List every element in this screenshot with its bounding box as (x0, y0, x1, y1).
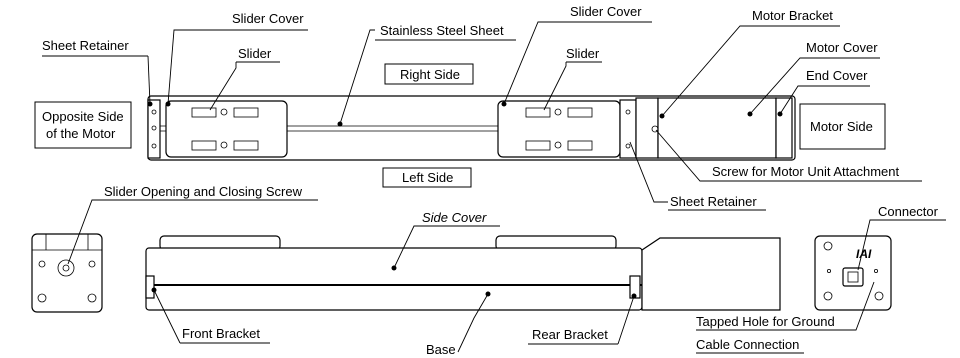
slider-left-holes (191, 107, 259, 151)
retainer-screw-icon (151, 125, 157, 131)
label-ground-line2: Cable Connection (696, 337, 799, 352)
label-slider-cover-left: Slider Cover (232, 11, 304, 26)
slider-screw-icon (554, 108, 562, 116)
label-base: Base (426, 342, 456, 357)
label-slider-cover-right: Slider Cover (570, 4, 642, 19)
label-motor-bracket: Motor Bracket (752, 8, 833, 23)
front-end-block (31, 233, 103, 313)
opposite-side-box (34, 101, 132, 149)
label-motor-cover: Motor Cover (806, 40, 878, 55)
ground-tapped-hole-icon (827, 268, 832, 273)
slider-hole-icon (525, 107, 551, 118)
label-right-side: Right Side (400, 67, 460, 82)
slider-hole-icon (191, 140, 217, 151)
motor-bracket-part (635, 97, 659, 159)
label-ground-line1: Tapped Hole for Ground (696, 314, 835, 329)
labels: Slider Cover Stainless Steel Sheet Slide… (34, 4, 946, 357)
slider-screw-icon (554, 141, 562, 149)
label-slider-screw: Slider Opening and Closing Screw (104, 184, 303, 199)
slider-hole-icon (233, 140, 259, 151)
front-bracket-part (145, 275, 155, 299)
mounting-hole-icon (38, 260, 46, 268)
connector-icon (842, 267, 864, 287)
slider-right-holes (525, 107, 593, 151)
leader-lines (67, 21, 878, 353)
side-motor-housing (641, 237, 781, 311)
front-end-plate (147, 99, 161, 159)
motor-end-view: IAI (814, 235, 892, 311)
retainer-screw-icon (151, 109, 157, 115)
label-slider-left: Slider (238, 46, 272, 61)
label-sheet-retainer-bottom: Sheet Retainer (670, 194, 757, 209)
ground-tapped-hole-icon (874, 268, 879, 273)
label-connector: Connector (878, 204, 939, 219)
slider-hole-icon (233, 107, 259, 118)
label-opposite-side-line1: Opposite Side (42, 109, 124, 124)
label-left-side: Left Side (402, 170, 453, 185)
mounting-hole-icon (823, 291, 833, 301)
label-front-bracket: Front Bracket (182, 326, 260, 341)
slider-hole-icon (567, 107, 593, 118)
label-stainless-steel-sheet: Stainless Steel Sheet (380, 23, 504, 38)
slider-opening-screw-icon (57, 259, 75, 277)
label-motor-side: Motor Side (810, 119, 873, 134)
motor-unit-screw-icon (651, 125, 659, 133)
label-side-cover: Side Cover (422, 210, 487, 225)
label-screw-motor-unit: Screw for Motor Unit Attachment (712, 164, 900, 179)
front-end-view (31, 233, 103, 313)
label-slider-right: Slider (566, 46, 600, 61)
iai-logo: IAI (856, 247, 872, 261)
side-body (145, 247, 643, 311)
label-sheet-retainer-top: Sheet Retainer (42, 38, 129, 53)
right-side-box (384, 63, 474, 85)
motor-cover-part (657, 97, 777, 159)
motor-side-box (799, 103, 886, 150)
label-rear-bracket: Rear Bracket (532, 327, 608, 342)
slider-screw-icon (220, 141, 228, 149)
rear-end-plate (619, 99, 637, 159)
slider-hole-icon (191, 107, 217, 118)
mounting-hole-icon (823, 241, 833, 251)
retainer-screw-icon (151, 143, 157, 149)
top-view-actuator (147, 95, 796, 161)
mounting-hole-icon (37, 293, 47, 303)
slider-cover-left-part (165, 100, 288, 158)
slider-hole-icon (525, 140, 551, 151)
label-opposite-side-line2: of the Motor (46, 126, 116, 141)
slider-screw-icon (220, 108, 228, 116)
slider-hole-icon (567, 140, 593, 151)
retainer-screw-icon (625, 109, 631, 115)
side-view-actuator (145, 235, 781, 311)
retainer-screw-icon (625, 143, 631, 149)
mounting-hole-icon (88, 260, 96, 268)
label-end-cover: End Cover (806, 68, 868, 83)
mounting-hole-icon (874, 291, 884, 301)
mounting-hole-icon (87, 293, 97, 303)
left-side-box (382, 167, 472, 188)
leader-dots (147, 101, 783, 299)
